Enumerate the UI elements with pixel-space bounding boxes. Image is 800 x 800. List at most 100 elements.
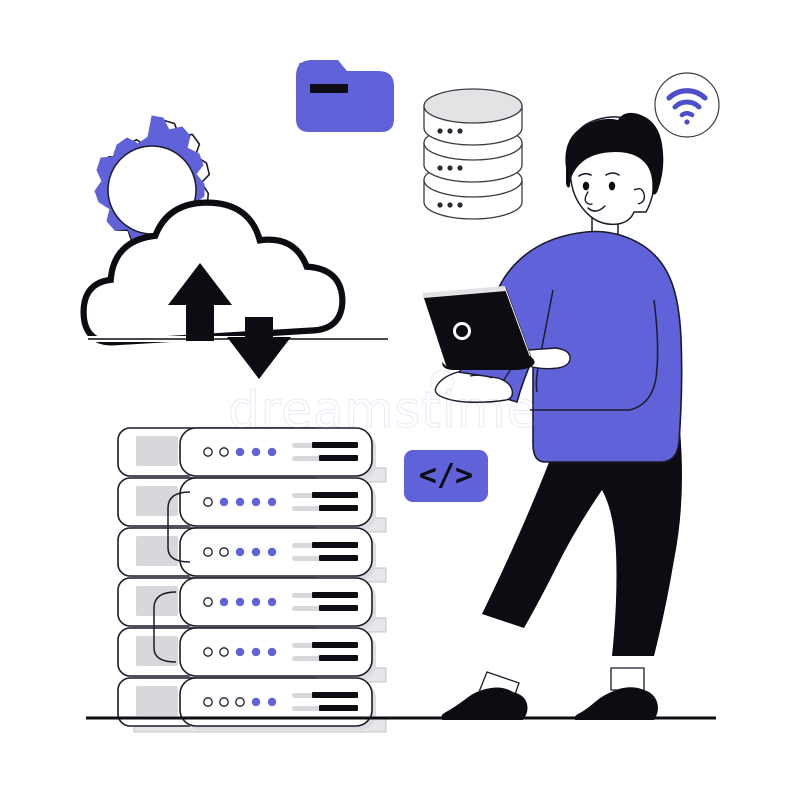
- database-layer-1-top: [423, 88, 523, 124]
- server-led-off: [203, 547, 213, 557]
- laptop-logo-icon: [453, 322, 471, 340]
- server-led-on: [267, 647, 277, 657]
- laptop-icon: [422, 286, 535, 370]
- server-led-on: [219, 597, 229, 607]
- person-eye-left: [582, 181, 590, 191]
- person-ear: [633, 187, 646, 205]
- wifi-icon: [654, 72, 720, 138]
- server-bar-fill: [319, 555, 358, 561]
- code-badge[interactable]: </>: [404, 450, 488, 502]
- person-brow-left: [578, 172, 592, 177]
- sweater-arm-fold: [530, 299, 659, 411]
- server-led-off: [203, 447, 213, 457]
- server-slot: [136, 636, 178, 666]
- laptop-base: [442, 356, 535, 370]
- code-badge-bg: [404, 450, 488, 502]
- server-bar-fill: [319, 455, 358, 461]
- server-led-on: [267, 547, 277, 557]
- person-hair: [565, 112, 664, 195]
- server-led-on: [251, 647, 261, 657]
- server-rack: [117, 427, 387, 733]
- server-bar-fill: [312, 442, 358, 448]
- person-nose: [584, 191, 593, 206]
- wifi-dot: [684, 119, 690, 125]
- server-slot: [136, 586, 178, 616]
- server-unit: [117, 627, 387, 683]
- server-slot: [136, 686, 178, 716]
- server-unit: [117, 577, 387, 633]
- arrow-down-icon: [227, 317, 291, 379]
- server-bar-fill: [319, 705, 358, 711]
- database-icon: [423, 88, 523, 220]
- server-slot: [136, 436, 178, 466]
- cloud-icon: [80, 199, 390, 346]
- person-eye-right: [608, 181, 616, 191]
- server-led-on: [235, 647, 245, 657]
- folder-stripe-icon: [310, 84, 348, 93]
- server-bar-fill: [312, 692, 358, 698]
- server-led-on: [235, 497, 245, 507]
- code-badge-label: </>: [419, 458, 473, 493]
- folder-body: [296, 60, 394, 132]
- wifi-arc-outer: [666, 88, 708, 101]
- server-bar-fill: [319, 505, 358, 511]
- server-bar-fill: [319, 655, 358, 661]
- shoe-left: [441, 687, 528, 720]
- server-led-off: [235, 697, 245, 707]
- wifi-arc-inner: [679, 111, 695, 118]
- server-led-on: [251, 697, 261, 707]
- server-bar-fill: [312, 542, 358, 548]
- person-brow-right: [605, 172, 620, 176]
- server-led-off: [203, 497, 213, 507]
- laptop-lid-edge: [422, 286, 506, 298]
- person-figure: [434, 112, 683, 720]
- wifi-arc-mid: [672, 99, 702, 110]
- server-unit: [117, 527, 387, 583]
- cloud-body: [85, 204, 341, 341]
- server-led-on: [267, 447, 277, 457]
- server-unit: [117, 427, 387, 483]
- person-mouth: [587, 205, 606, 212]
- shoe-right: [574, 687, 658, 720]
- database-indicator-dots: [437, 128, 463, 208]
- person-shoes: [441, 687, 658, 720]
- server-unit: [117, 677, 387, 733]
- wifi-ring: [654, 72, 720, 138]
- laptop-hinge-line: [504, 287, 531, 357]
- server-led-on: [267, 497, 277, 507]
- server-connector-cable: [167, 491, 191, 563]
- server-led-on: [267, 697, 277, 707]
- server-led-off: [219, 547, 229, 557]
- server-connector-cable: [153, 591, 177, 663]
- server-slot: [136, 536, 178, 566]
- server-bar-fill: [312, 592, 358, 598]
- server-led-off: [219, 647, 229, 657]
- folder-icon: [296, 60, 394, 132]
- server-led-off: [219, 447, 229, 457]
- server-led-off: [203, 597, 213, 607]
- server-led-on: [235, 447, 245, 457]
- server-led-off: [203, 647, 213, 657]
- hand-finger-line: [469, 374, 493, 379]
- person-head: [565, 112, 664, 226]
- pants-shape: [482, 430, 682, 656]
- person-pants: [482, 430, 682, 656]
- arrow-up-icon: [168, 263, 232, 341]
- person-hand-left: [434, 371, 514, 403]
- server-led-on: [251, 547, 261, 557]
- sock-right: [610, 667, 645, 691]
- server-led-on: [251, 597, 261, 607]
- server-led-on: [251, 447, 261, 457]
- server-led-on: [235, 547, 245, 557]
- server-led-on: [267, 597, 277, 607]
- server-led-on: [235, 597, 245, 607]
- server-bar-fill: [312, 492, 358, 498]
- server-led-off: [219, 697, 229, 707]
- server-led-on: [219, 497, 229, 507]
- server-led-off: [203, 697, 213, 707]
- server-slot: [136, 486, 178, 516]
- server-bar-fill: [312, 642, 358, 648]
- server-led-on: [251, 497, 261, 507]
